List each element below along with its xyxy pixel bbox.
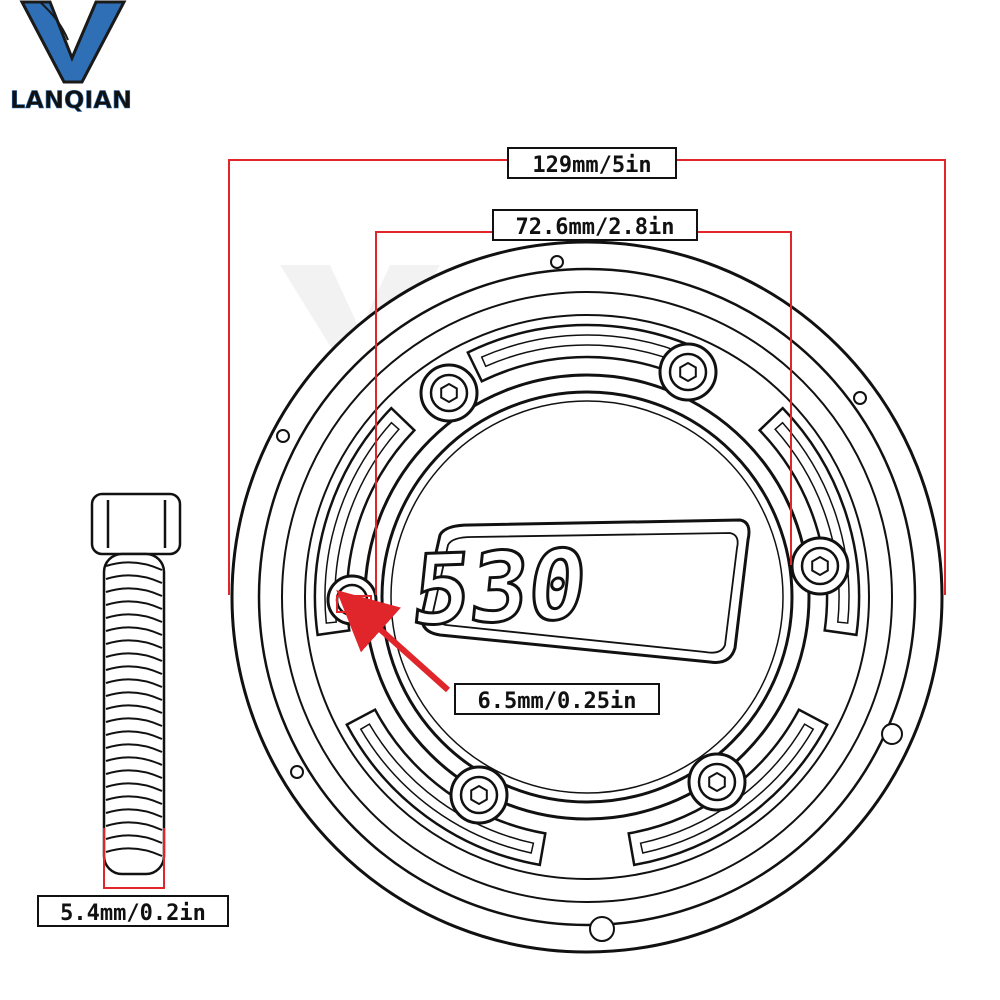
hex-socket-icon — [440, 382, 458, 404]
thread-line — [105, 730, 163, 740]
bolt-head — [90, 492, 182, 556]
emblem-text: 530 — [407, 528, 592, 647]
brand-logo: LANQIAN — [10, 0, 132, 114]
rim-hole — [550, 255, 564, 269]
thread-line — [105, 639, 163, 649]
thread-line — [105, 574, 163, 584]
thread-line — [105, 678, 163, 688]
hex-socket-icon — [708, 771, 726, 793]
cover-slot-inner — [639, 723, 815, 854]
outer-diameter-label: 129mm/5in — [532, 153, 651, 178]
thread-line — [105, 561, 163, 571]
thread-line — [105, 769, 163, 779]
thread-line — [105, 834, 163, 844]
engine-cover-drawing: 530 — [230, 240, 944, 954]
bolt-dimension-line — [103, 828, 165, 889]
thread-line — [105, 613, 163, 623]
thread-line — [105, 847, 163, 857]
cover-slot-inner — [774, 421, 850, 624]
thread-line — [105, 808, 163, 818]
bolt-diameter-label: 5.4mm/0.2in — [60, 901, 206, 926]
thread-line — [105, 717, 163, 727]
bolt-shaft — [102, 552, 166, 876]
bolt-threads — [105, 561, 163, 857]
watermark — [280, 265, 440, 370]
thread-line — [105, 665, 163, 675]
cover-rim-holes — [276, 255, 903, 942]
cover-slot — [627, 708, 829, 867]
thread-line — [105, 795, 163, 805]
rim-hole — [881, 723, 903, 745]
dimension-label-inner: 72.6mm/2.8in — [492, 209, 698, 241]
dimension-label-hole: 6.5mm/0.25in — [454, 683, 660, 715]
cover-slot-inner — [324, 421, 400, 624]
hole-dimension-arrow — [336, 589, 451, 693]
mounting-hole — [326, 574, 378, 626]
logo-v-icon — [19, 0, 127, 84]
hex-socket-icon — [811, 555, 829, 577]
cover-bolt-bosses — [419, 342, 850, 825]
rim-hole — [589, 916, 615, 942]
thread-line — [105, 821, 163, 831]
thread-line — [105, 626, 163, 636]
brand-name: LANQIAN — [10, 86, 132, 114]
hex-socket-icon — [470, 784, 488, 806]
thread-line — [105, 600, 163, 610]
cover-emblem: 530 — [406, 518, 751, 664]
inner-diameter-label: 72.6mm/2.8in — [516, 215, 675, 240]
rim-hole — [276, 429, 290, 443]
thread-line — [105, 652, 163, 662]
hex-socket-icon — [679, 361, 697, 383]
dimension-label-bolt: 5.4mm/0.2in — [37, 895, 229, 927]
thread-line — [105, 756, 163, 766]
rim-hole — [290, 765, 304, 779]
hole-diameter-label: 6.5mm/0.25in — [478, 689, 637, 714]
dimension-label-outer: 129mm/5in — [507, 147, 677, 179]
bolt-drawing — [90, 492, 182, 876]
rim-hole — [853, 391, 867, 405]
thread-line — [105, 691, 163, 701]
thread-line — [105, 587, 163, 597]
thread-line — [105, 704, 163, 714]
thread-line — [105, 782, 163, 792]
thread-line — [105, 743, 163, 753]
